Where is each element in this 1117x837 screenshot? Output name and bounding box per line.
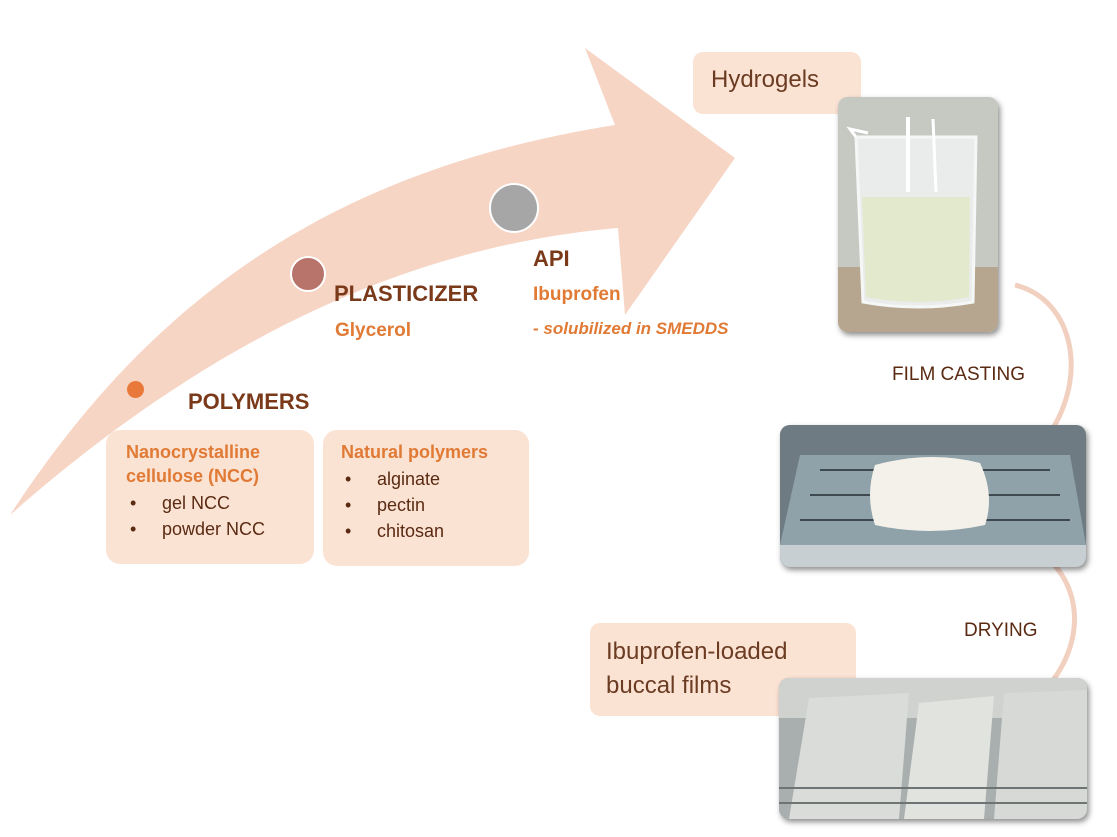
list-item: • chitosan	[341, 518, 529, 544]
api-dot	[489, 183, 539, 233]
plasticizer-dot	[290, 256, 326, 292]
polymers-dot	[127, 381, 144, 398]
bullet: •	[345, 469, 352, 489]
api-note: - solubilized in SMEDDS	[533, 319, 729, 338]
list-item-label: gel NCC	[162, 493, 231, 513]
film-casting-photo	[780, 425, 1086, 567]
list-item-label: pectin	[377, 495, 426, 515]
hydrogel-beaker-photo	[838, 97, 998, 332]
list-item: • gel NCC	[126, 490, 314, 516]
natural-polymers-box: Natural polymers • alginate • pectin • chit…	[323, 430, 529, 566]
natural-polymers-list: • alginate • pectin • chitosan	[341, 466, 529, 544]
api-title: API	[533, 246, 570, 271]
bullet: •	[345, 495, 352, 515]
ncc-list: • gel NCC • powder NCC	[126, 490, 314, 542]
bullet: •	[345, 521, 352, 541]
casting-illustration	[780, 425, 1086, 567]
list-item: • alginate	[341, 466, 529, 492]
plasticizer-subtitle: Glycerol	[335, 320, 412, 341]
list-item-label: powder NCC	[162, 519, 266, 539]
list-item-label: alginate	[377, 469, 441, 489]
buccal-films-photo	[779, 678, 1087, 819]
film-casting-step-label: FILM CASTING	[892, 364, 1026, 385]
films-label-line2: buccal films	[606, 672, 732, 699]
plasticizer-title: PLASTICIZER	[334, 281, 479, 306]
api-subtitle: Ibuprofen	[533, 284, 621, 305]
ncc-box: Nanocrystalline cellulose (NCC) • gel NCC…	[106, 430, 314, 564]
films-illustration	[779, 678, 1087, 819]
main-curved-arrow	[10, 48, 735, 515]
bullet: •	[130, 493, 137, 513]
ncc-box-title-line1: Nanocrystalline	[126, 442, 261, 462]
list-item: • pectin	[341, 492, 529, 518]
films-label-line1: Ibuprofen-loaded	[606, 638, 788, 665]
polymers-title: POLYMERS	[188, 389, 310, 414]
hydrogels-label-text: Hydrogels	[711, 66, 820, 93]
hydrogels-label: Hydrogels	[693, 52, 861, 114]
bullet: •	[130, 519, 137, 539]
list-item: • powder NCC	[126, 516, 314, 542]
ncc-box-title-line2: cellulose (NCC)	[126, 466, 260, 486]
drying-step-label: DRYING	[964, 620, 1038, 641]
natural-polymers-title: Natural polymers	[341, 442, 489, 462]
connector-arrow-casting	[1014, 282, 1074, 442]
beaker-illustration	[838, 97, 998, 332]
list-item-label: chitosan	[377, 521, 445, 541]
